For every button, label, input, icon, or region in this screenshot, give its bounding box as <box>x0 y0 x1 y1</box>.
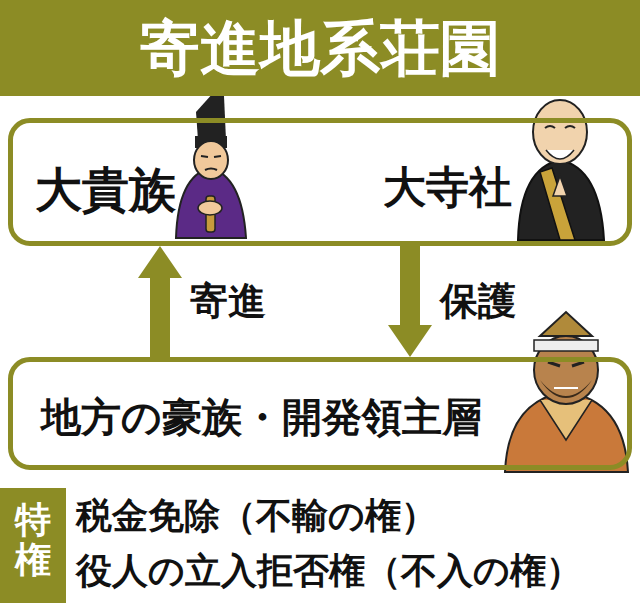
privilege-text: 役人の立入拒否権（不入の権） <box>76 550 582 591</box>
node-text: 地方の豪族・開発領主層 <box>41 394 482 440</box>
rounded-box: 大貴族 大寺社 <box>8 118 632 246</box>
rounded-box: 地方の豪族・開発領主層 <box>8 357 632 470</box>
title-text: 寄進地系荘園 <box>0 14 640 83</box>
node-text: 大寺社 <box>383 163 512 212</box>
flow-arrow <box>138 246 182 357</box>
heading-band: 特権 <box>0 488 66 603</box>
heading-text: 特権 <box>15 500 51 579</box>
edge-label: 保護 <box>440 280 516 324</box>
node-text: 大貴族 <box>35 163 176 217</box>
edge-label: 寄進 <box>190 280 266 324</box>
title-band: 寄進地系荘園 <box>0 0 640 96</box>
noble-figure <box>176 92 246 238</box>
privilege-text: 税金免除（不輸の権） <box>76 495 437 536</box>
warrior-figure <box>505 312 628 472</box>
flow-arrow <box>388 246 432 357</box>
